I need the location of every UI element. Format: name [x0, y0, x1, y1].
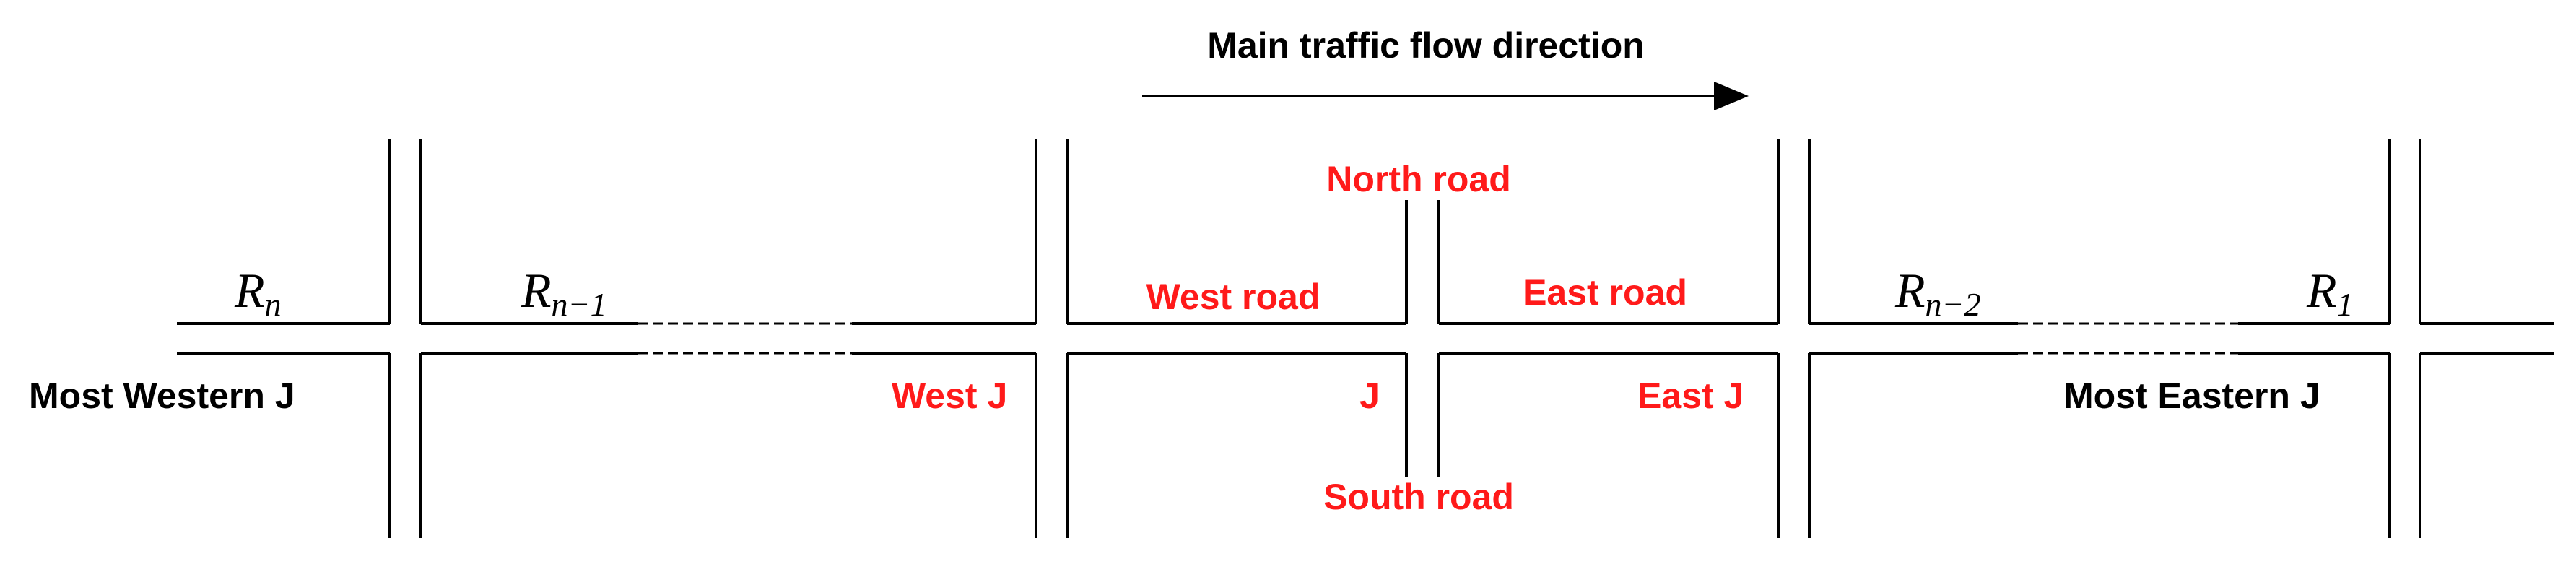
- west-road-label: West road: [1146, 277, 1320, 317]
- junction-east-label: East J: [1637, 376, 1744, 416]
- east-road-label: East road: [1523, 272, 1687, 313]
- road-network: [177, 139, 2554, 538]
- north-road-label: North road: [1326, 159, 1511, 199]
- junction-west-label: West J: [892, 376, 1007, 416]
- south-road-label: South road: [1323, 477, 1514, 517]
- road-id-r1: R1: [2306, 263, 2354, 323]
- road-id-rn: Rn: [234, 263, 282, 323]
- junction-most-western-label: Most Western J: [29, 376, 295, 416]
- junction-center-label: J: [1359, 376, 1380, 416]
- junction-most-eastern-label: Most Eastern J: [2063, 376, 2320, 416]
- road-id-rn-minus-2: Rn−2: [1894, 263, 1981, 323]
- diagram-title: Main traffic flow direction: [1207, 25, 1645, 66]
- road-id-rn-minus-1: Rn−1: [521, 263, 607, 323]
